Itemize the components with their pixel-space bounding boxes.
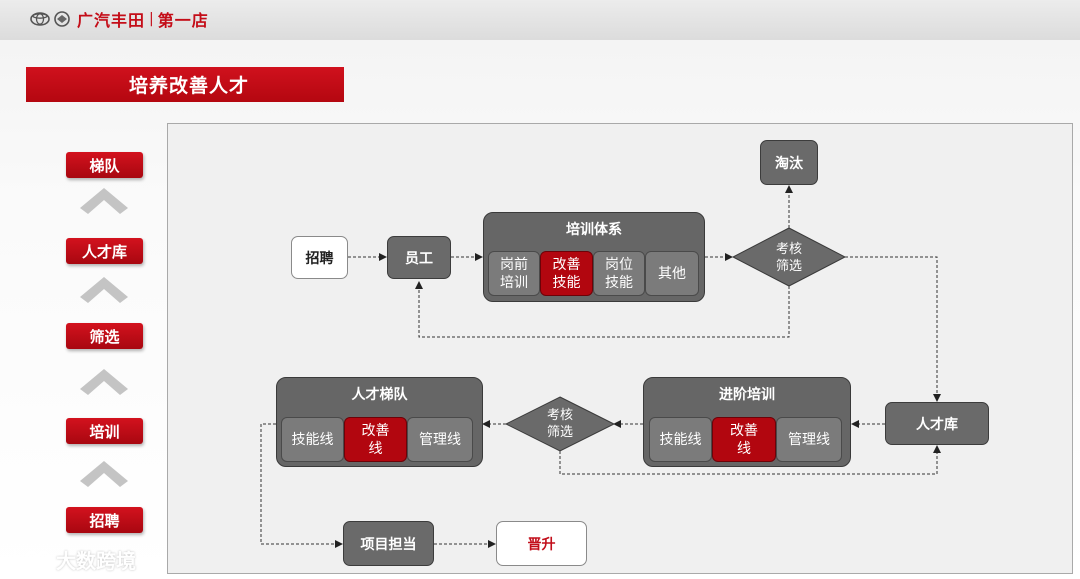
node-promotion: 晋升: [496, 521, 587, 566]
brand-name: 广汽丰田: [77, 11, 146, 30]
cell-pre-job-training: 岗前 培训: [488, 251, 540, 296]
assess-label-1: 考核 筛选: [775, 242, 802, 274]
cell-adv-skill-line: 技能线: [649, 417, 712, 462]
assess-diamond-1: [731, 227, 847, 287]
ladder-tag-recruitment: 招聘: [66, 507, 143, 533]
watermark-text: 大数跨境: [56, 548, 136, 573]
ladder-tag-talent-pool: 人才库: [66, 238, 143, 264]
chevron-up-icon: [80, 277, 128, 303]
ladder-tag-screening: 筛选: [66, 323, 143, 349]
cell-improvement-skills: 改善 技能: [540, 251, 593, 296]
talent-ladder-title: 人才梯队: [351, 387, 408, 403]
cell-job-skills: 岗位 技能: [593, 251, 645, 296]
arrow-assess-to-talent-pool: [845, 256, 941, 402]
watermark-logo-icon: [13, 549, 51, 569]
slide-title: 培养改善人才: [128, 75, 249, 97]
node-project-lead: 项目担当: [343, 521, 434, 566]
cell-ladder-improvement-line: 改善 线: [344, 417, 407, 462]
ladder-tag-training: 培训: [66, 418, 143, 444]
toyota-logo-icon: [30, 12, 50, 26]
cell-ladder-skill-line: 技能线: [281, 417, 344, 462]
gac-logo-icon: [54, 11, 70, 27]
cell-adv-management-line: 管理线: [776, 417, 842, 462]
brand-logo-group: 广汽丰田 | 第一店: [30, 8, 209, 30]
cell-adv-improvement-line: 改善 线: [712, 417, 776, 462]
brand-separator: |: [149, 11, 154, 27]
node-recruit: 招聘: [291, 236, 348, 279]
flow-diagram-panel: [167, 123, 1073, 574]
watermark: 大数跨境: [12, 545, 136, 573]
top-header-bar: 广汽丰田 | 第一店: [0, 0, 1080, 40]
slide-title-banner: 培养改善人才: [26, 67, 344, 102]
advanced-training-title: 进阶培训: [719, 387, 775, 403]
assess-label-2: 考核 筛选: [546, 408, 573, 440]
assess-diamond-2: [504, 396, 616, 452]
training-system-title: 培训体系: [566, 222, 622, 238]
arrow-ladder-to-project: [260, 423, 343, 548]
arrow-assess2-back-to-pool: [559, 445, 941, 475]
store-name: 第一店: [157, 11, 209, 30]
node-talent-pool: 人才库: [885, 402, 989, 445]
arrow-assess-back-to-employee: [415, 281, 790, 338]
cell-ladder-management-line: 管理线: [407, 417, 473, 462]
node-eliminate: 淘汰: [760, 140, 818, 185]
chevron-up-icon: [80, 369, 128, 395]
node-employee: 员工: [387, 236, 451, 279]
chevron-up-icon: [80, 188, 128, 214]
chevron-up-icon: [80, 461, 128, 487]
cell-other: 其他: [645, 251, 699, 296]
ladder-tag-echelon: 梯队: [66, 152, 143, 178]
